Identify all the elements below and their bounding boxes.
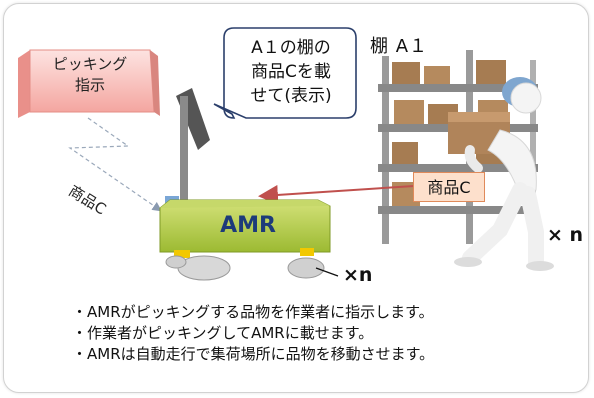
picking-instruction-line2: 指示	[74, 76, 105, 94]
picking-instruction-line1: ピッキング	[52, 55, 128, 73]
note-item: ・AMRがピッキングする品物を作業者に指示します。	[72, 303, 434, 321]
note-item: ・AMRは自動走行で集荷場所に品物を移動させます。	[72, 345, 435, 363]
product-transfer-arrow	[258, 184, 415, 205]
picking-instruction-label: ピッキング 指示	[27, 54, 153, 96]
instruction-flow-line	[68, 117, 162, 212]
speech-bubble-line2: 商品Cを載	[251, 62, 331, 82]
amr-multiplier: ×n	[343, 264, 373, 286]
picking-instruction-box	[18, 49, 160, 118]
speech-bubble-text: A１の棚の 商品Cを載 せて(表示)	[221, 36, 361, 108]
speech-bubble-line1: A１の棚の	[251, 38, 331, 58]
amr-cart	[159, 88, 339, 281]
product-tag: 商品C	[413, 172, 485, 202]
shelf-label: 棚 A１	[370, 36, 429, 57]
speech-bubble	[213, 27, 357, 119]
worker-figure	[448, 77, 554, 271]
speech-bubble-line3: せて(表示)	[250, 86, 332, 106]
worker-multiplier: × n	[547, 224, 584, 246]
amr-label: AMR	[220, 213, 276, 238]
notes-list: ・AMRがピッキングする品物を作業者に指示します。 ・作業者がピッキングしてAM…	[72, 302, 434, 365]
note-item: ・作業者がピッキングしてAMRに載せます。	[72, 324, 374, 342]
